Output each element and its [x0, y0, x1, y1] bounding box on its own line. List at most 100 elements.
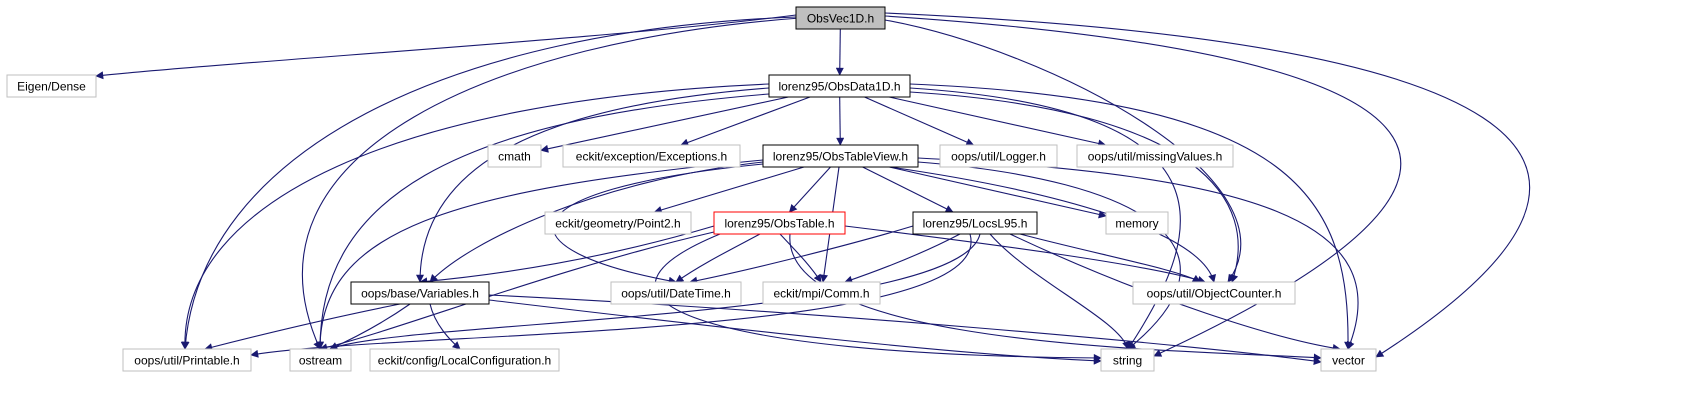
node-locsl95-h[interactable]: lorenz95/LocsL95.h [912, 211, 1038, 235]
node-cmath: cmath [487, 144, 542, 168]
node-obstableview-h-box[interactable] [762, 144, 919, 168]
node-eckit-point2-h-label: eckit/geometry/Point2.h [555, 217, 680, 231]
node-obsdata1d-h[interactable]: lorenz95/ObsData1D.h [768, 74, 911, 98]
edge-obsvec1d-to-string [884, 15, 1402, 357]
node-string-box [1100, 348, 1155, 372]
edge-obstable-to-vector [789, 233, 1322, 362]
edge-locsl95-to-vector [1009, 233, 1341, 352]
node-eckit-localconfiguration-h-box [369, 348, 560, 372]
node-locsl95-h-box[interactable] [912, 211, 1038, 235]
node-oops-missingvalues-h: oops/util/missingValues.h [1076, 144, 1234, 168]
edge-locsl95-to-string [989, 233, 1130, 350]
edge-layer [95, 12, 1530, 365]
edge-obstable-to-datetime [675, 233, 761, 283]
node-oops-datetime-h: oops/util/DateTime.h [610, 281, 742, 305]
node-oops-objectcounter-h: oops/util/ObjectCounter.h [1132, 281, 1296, 305]
edge-obsdata1d-to-vector [909, 83, 1353, 350]
node-eckit-localconfiguration-h: eckit/config/LocalConfiguration.h [369, 348, 560, 372]
node-memory-label: memory [1115, 217, 1158, 231]
node-eckit-exceptions-h-label: eckit/exception/Exceptions.h [576, 150, 727, 164]
edge-locsl95-to-objectcounter [1019, 233, 1201, 283]
node-oops-datetime-h-box [610, 281, 742, 305]
node-eckit-exceptions-h: eckit/exception/Exceptions.h [562, 144, 741, 168]
node-oops-objectcounter-h-box [1132, 281, 1296, 305]
node-oops-printable-h-box [122, 348, 252, 372]
node-ostream-box [289, 348, 352, 372]
edge-obstable-to-string [654, 233, 1102, 362]
node-eckit-comm-h-box [762, 281, 881, 305]
edge-obstableview-to-string [917, 161, 1181, 350]
node-obsvec1d-h: ObsVec1D.h [795, 6, 886, 30]
edge-variables-to-localconfig [429, 303, 461, 350]
node-oops-printable-h-label: oops/util/Printable.h [134, 354, 239, 368]
node-oops-variables-h-label: oops/base/Variables.h [361, 287, 479, 301]
node-cmath-label: cmath [498, 150, 531, 164]
edge-obsdata1d-to-missingvalues [888, 96, 1107, 148]
node-obsdata1d-h-box[interactable] [768, 74, 911, 98]
node-string: string [1100, 348, 1155, 372]
node-obstableview-h-label: lorenz95/ObsTableView.h [773, 150, 908, 164]
node-vector-box [1320, 348, 1377, 372]
edge-obsvec1d-to-eigen [95, 14, 797, 80]
node-eckit-exceptions-h-box [562, 144, 741, 168]
node-eckit-point2-h: eckit/geometry/Point2.h [544, 211, 692, 235]
node-memory: memory [1105, 211, 1169, 235]
edge-variables-to-string [488, 299, 1102, 365]
edge-obsvec1d-to-vector [884, 12, 1530, 358]
node-vector: vector [1320, 348, 1377, 372]
node-oops-printable-h: oops/util/Printable.h [122, 348, 252, 372]
node-obsdata1d-h-label: lorenz95/ObsData1D.h [778, 80, 900, 94]
edge-obsdata1d-to-printable [180, 83, 770, 350]
edge-obsvec1d-to-obsdata1d [835, 28, 844, 76]
node-obstableview-h[interactable]: lorenz95/ObsTableView.h [762, 144, 919, 168]
edge-obstableview-to-point2 [653, 166, 805, 214]
edge-locsl95-to-datetime [689, 225, 914, 285]
edge-locsl95-to-ostream [329, 233, 981, 350]
edge-locsl95-to-comm [844, 233, 961, 284]
edge-obsvec1d-to-objectcounter [884, 19, 1242, 283]
node-obsvec1d-h-label: ObsVec1D.h [807, 12, 874, 26]
edge-variables-to-ostream [329, 303, 411, 350]
edge-obsdata1d-to-ostream [316, 93, 770, 350]
node-oops-variables-h-box[interactable] [350, 281, 490, 305]
edge-obsvec1d-to-ostream [301, 17, 801, 350]
node-obstable-h-box[interactable] [713, 211, 846, 235]
node-oops-logger-h-label: oops/util/Logger.h [951, 150, 1046, 164]
edge-obsdata1d-to-exceptions [680, 96, 811, 147]
node-obstable-h-label: lorenz95/ObsTable.h [724, 217, 834, 231]
node-string-label: string [1113, 354, 1142, 368]
edge-obstableview-to-ostream [316, 159, 764, 350]
node-eckit-comm-h-label: eckit/mpi/Comm.h [773, 287, 869, 301]
node-eckit-comm-h: eckit/mpi/Comm.h [762, 281, 881, 305]
edge-obsvec1d-to-printable [181, 16, 797, 350]
node-oops-objectcounter-h-label: oops/util/ObjectCounter.h [1147, 287, 1282, 301]
node-obstable-h[interactable]: lorenz95/ObsTable.h [713, 211, 846, 235]
node-eigen-dense-label: Eigen/Dense [17, 80, 86, 94]
node-eckit-point2-h-box [544, 211, 692, 235]
node-oops-missingvalues-h-box [1076, 144, 1234, 168]
node-oops-logger-h-box [939, 144, 1058, 168]
node-ostream: ostream [289, 348, 352, 372]
edge-obstableview-to-vector [917, 157, 1359, 350]
node-ostream-label: ostream [299, 354, 342, 368]
node-cmath-box [487, 144, 542, 168]
node-vector-label: vector [1332, 354, 1365, 368]
edge-obstable-to-comm [779, 233, 822, 283]
node-obsvec1d-h-box [795, 6, 886, 30]
node-memory-box [1105, 211, 1169, 235]
node-eckit-localconfiguration-h-label: eckit/config/LocalConfiguration.h [378, 354, 551, 368]
node-oops-logger-h: oops/util/Logger.h [939, 144, 1058, 168]
edge-obsdata1d-to-obstableview [836, 96, 845, 146]
edge-obsdata1d-to-cmath [540, 96, 789, 153]
edge-variables-to-printable [204, 303, 401, 352]
node-oops-variables-h[interactable]: oops/base/Variables.h [350, 281, 490, 305]
edge-obstableview-to-memory [889, 166, 1107, 219]
edge-obstableview-to-obstable [788, 166, 831, 213]
node-eigen-dense: Eigen/Dense [6, 74, 97, 98]
edge-obstable-to-objectcounter [844, 225, 1206, 284]
node-oops-missingvalues-h-label: oops/util/missingValues.h [1088, 150, 1223, 164]
edge-obstableview-to-locsl95 [862, 166, 954, 213]
node-locsl95-h-label: lorenz95/LocsL95.h [923, 217, 1028, 231]
